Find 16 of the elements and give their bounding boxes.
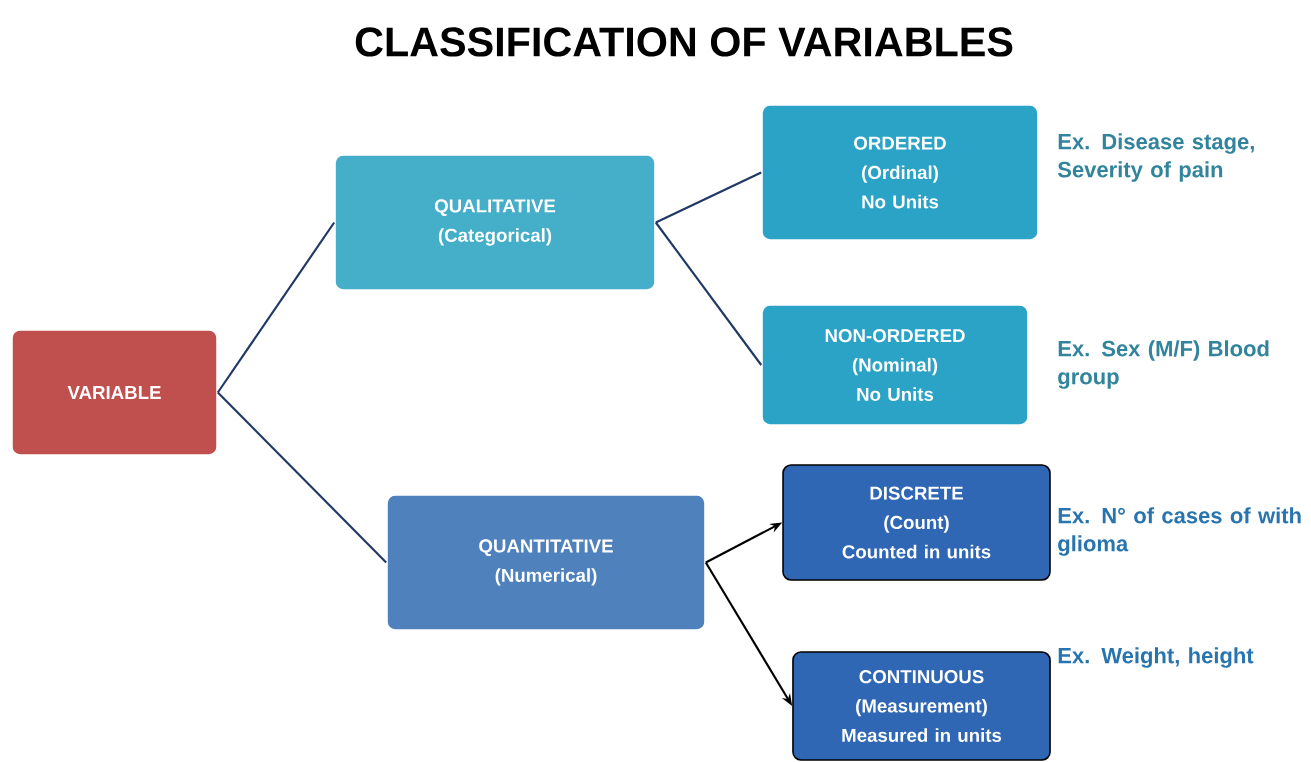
type-box: CONTINUOUS (Measurement) Measured in units xyxy=(792,651,1051,761)
root-box: VARIABLE xyxy=(11,329,218,456)
category-box: QUALITATIVE (Categorical) xyxy=(334,154,656,291)
example-text: Ex. N° of cases of with glioma xyxy=(1058,507,1301,556)
type-box: NON-ORDERED (Nominal) No Units xyxy=(761,304,1029,426)
type-box: DISCRETE (Count) Counted in units xyxy=(782,464,1051,581)
connector-line xyxy=(655,171,762,224)
connector-line xyxy=(216,221,336,394)
connector-line xyxy=(217,391,387,564)
connector-line xyxy=(654,221,763,366)
type-box: ORDERED (Ordinal) No Units xyxy=(761,104,1039,241)
example-text: Ex. Disease stage, Severity of pain xyxy=(1057,133,1254,182)
title: CLASSIFICATION OF VARIABLES xyxy=(355,27,1013,57)
example-text: Ex. Weight, height xyxy=(1058,647,1254,668)
example-text: Ex. Sex (M/F) Blood group xyxy=(1058,340,1269,389)
category-box: QUANTITATIVE (Numerical) xyxy=(386,494,706,631)
